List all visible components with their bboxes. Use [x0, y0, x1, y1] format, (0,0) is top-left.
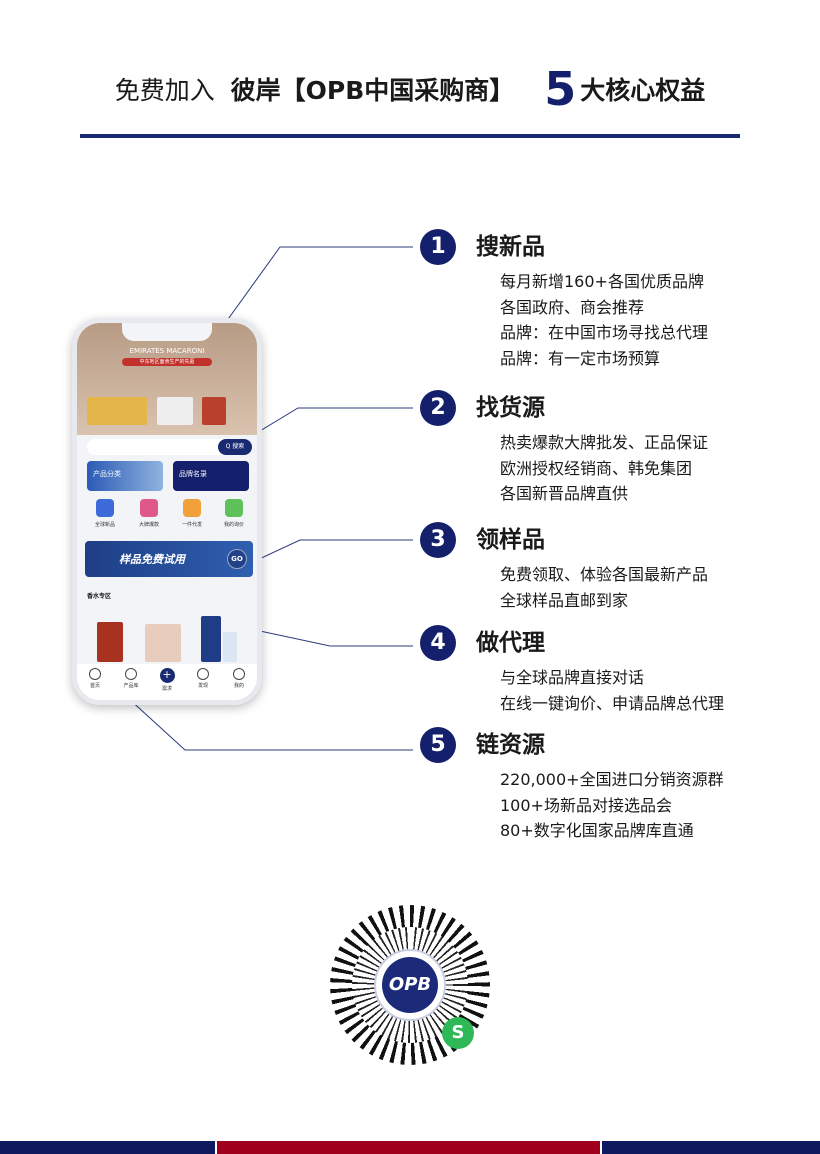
icon-label: 全球新品 [94, 522, 115, 528]
benefit-title: 搜新品 [476, 234, 545, 260]
mini-program-qr-code: OPB S [330, 905, 490, 1065]
sample-text: 样品免费试用 [119, 553, 185, 566]
benefit-title: 链资源 [476, 732, 545, 758]
header-number: 5 [544, 62, 577, 116]
perfume-image [201, 616, 221, 662]
icon-label: 一件代发 [181, 522, 202, 528]
desc-line: 免费领取、体验各国最新产品 [500, 565, 709, 584]
desc-line: 品牌：在中国市场寻找总代理 [500, 323, 709, 342]
benefit-desc: 与全球品牌直接对话 在线一键询价、申请品牌总代理 [500, 665, 724, 716]
benefit-number: 1 [420, 229, 456, 265]
brand-card[interactable]: 品牌名录 [173, 461, 249, 491]
desc-line: 100+场新品对接选品会 [500, 795, 672, 815]
benefit-desc: 热卖爆款大牌批发、正品保证 欧洲授权经销商、韩免集团 各国新晋品牌直供 [500, 430, 708, 507]
header-prefix: 免费加入 [114, 76, 215, 105]
desc-line: 与全球品牌直接对话 [500, 668, 645, 687]
phone-mockup: EMIRATES MACARONI 中东地区面食生产的先驱 Q 搜索 产品分类 … [72, 318, 262, 705]
nav-discover[interactable]: 发现 [188, 668, 218, 700]
product-image [202, 397, 226, 425]
nav-demand[interactable]: + 需求 [152, 668, 182, 700]
nav-label: 我的 [233, 683, 244, 689]
banner-title: EMIRATES MACARONI [129, 347, 205, 355]
nav-home[interactable]: 首页 [80, 668, 110, 700]
home-icon [89, 668, 101, 680]
footer-bar-red [217, 1141, 600, 1154]
icon-label: 我的询价 [223, 522, 244, 528]
benefit-title: 找货源 [476, 395, 545, 421]
app-banner: EMIRATES MACARONI 中东地区面食生产的先驱 [77, 323, 257, 435]
mini-program-icon: S [442, 1017, 474, 1049]
header-suffix: 大核心权益 [580, 76, 706, 105]
perfume-image [97, 622, 123, 662]
leader-line-4 [231, 624, 413, 647]
user-icon [233, 668, 245, 680]
opb-logo: OPB [374, 949, 446, 1021]
desc-line: 每月新增160+各国优质品牌 [500, 272, 704, 291]
opb-logo-text: OPB [382, 957, 438, 1013]
desc-line: 220,000+全国进口分销资源群 [500, 770, 724, 789]
perfume-section-title: 香水专区 [87, 593, 112, 600]
perfume-image [145, 624, 181, 662]
new-products-icon[interactable] [96, 499, 114, 517]
footer-bar-navy-right [602, 1141, 820, 1154]
desc-line: 热卖爆款大牌批发、正品保证 [500, 433, 709, 452]
search-button[interactable]: Q 搜索 [218, 439, 252, 455]
desc-line: 欧洲授权经销商、韩免集团 [500, 458, 693, 478]
bottom-nav: 首页 产品库 + 需求 发现 我的 [77, 664, 257, 700]
benefit-number: 3 [420, 522, 456, 558]
compass-icon [197, 668, 209, 680]
category-card[interactable]: 产品分类 [87, 461, 163, 491]
plus-icon: + [159, 668, 175, 683]
desc-line: 品牌：有一定市场预算 [500, 348, 661, 368]
footer-bar-navy-left [0, 1141, 215, 1154]
inquiry-icon[interactable] [225, 499, 243, 517]
nav-label: 产品库 [123, 683, 139, 689]
products-icon [125, 668, 137, 680]
hot-brands-icon[interactable] [140, 499, 158, 517]
product-image [157, 397, 193, 425]
leader-line-2 [244, 407, 413, 441]
header-divider [80, 134, 740, 138]
benefit-number: 2 [420, 390, 456, 426]
desc-line: 各国政府、商会推荐 [500, 297, 645, 317]
leader-line-3 [239, 539, 413, 569]
benefit-number: 4 [420, 625, 456, 661]
go-button[interactable]: GO [227, 549, 247, 569]
nav-label: 发现 [197, 683, 208, 689]
search-bar[interactable]: Q 搜索 [87, 439, 252, 455]
desc-line: 在线一键询价、申请品牌总代理 [500, 693, 725, 713]
phone-notch [122, 323, 212, 341]
nav-products[interactable]: 产品库 [116, 668, 146, 700]
benefit-title: 做代理 [476, 630, 545, 656]
benefit-desc: 220,000+全国进口分销资源群 100+场新品对接选品会 80+数字化国家品… [500, 767, 724, 844]
product-image [87, 397, 147, 425]
header-brand: 彼岸【OPB中国采购商】 [230, 76, 515, 105]
banner-ribbon: 中东地区面食生产的先驱 [122, 358, 212, 366]
dropship-icon[interactable] [183, 499, 201, 517]
desc-line: 80+数字化国家品牌库直通 [500, 821, 694, 840]
benefit-title: 领样品 [476, 527, 545, 553]
benefit-desc: 每月新增160+各国优质品牌 各国政府、商会推荐 品牌：在中国市场寻找总代理 品… [500, 269, 708, 371]
benefit-number: 5 [420, 727, 456, 763]
desc-line: 各国新晋品牌直供 [500, 484, 629, 503]
nav-mine[interactable]: 我的 [224, 668, 254, 700]
nav-label: 首页 [89, 683, 100, 689]
desc-line: 全球样品直邮到家 [500, 590, 629, 610]
nav-label: 需求 [161, 686, 172, 692]
icon-label: 大牌爆款 [138, 522, 159, 528]
benefit-desc: 免费领取、体验各国最新产品 全球样品直邮到家 [500, 562, 708, 613]
perfume-image [223, 632, 237, 662]
free-sample-banner[interactable]: 样品免费试用 GO [85, 541, 253, 577]
